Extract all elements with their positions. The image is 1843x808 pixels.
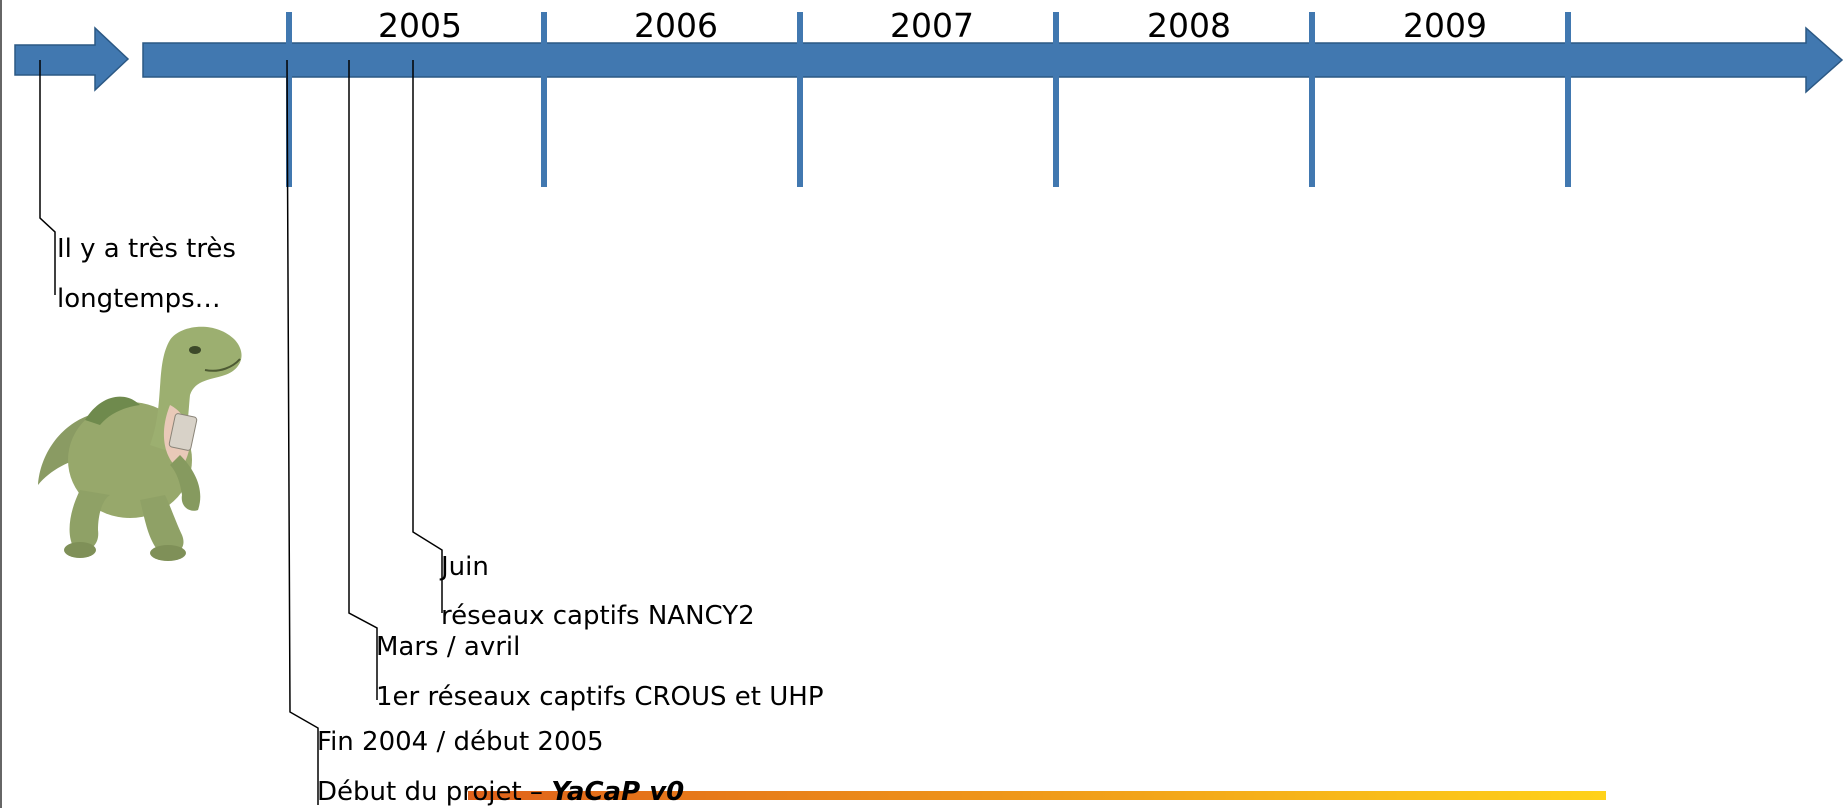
year-label-2009: 2009 — [1403, 6, 1487, 45]
event-longtemps-line2: longtemps… — [57, 284, 221, 314]
leader-fin2004 — [286, 59, 319, 805]
event-mars-line2: 1er réseaux captifs CROUS et UHP — [376, 682, 824, 712]
event-juin-line2: réseaux captifs NANCY2 — [441, 601, 755, 631]
year-label-2005: 2005 — [378, 6, 462, 45]
event-longtemps-line1: Il y a très très — [57, 234, 236, 264]
event-juin-line1: Juin — [441, 552, 489, 582]
event-mars-line1: Mars / avril — [376, 632, 521, 662]
event-fin2004-prefix: Début du projet – — [317, 777, 552, 807]
footer-gradient-bar — [468, 791, 1606, 800]
timeline-arrow — [142, 26, 1843, 94]
event-fin2004-line1: Fin 2004 / début 2005 — [317, 727, 604, 757]
leader-longtemps — [39, 60, 56, 305]
event-fin2004-line2: Début du projet – YaCaP v0 — [317, 779, 684, 805]
leader-mars — [348, 60, 378, 700]
plush-dinosaur-icon — [30, 295, 270, 575]
year-label-2006: 2006 — [634, 6, 718, 45]
leader-juin — [412, 60, 443, 613]
year-label-2008: 2008 — [1147, 6, 1231, 45]
event-fin2004-emphasis: YaCaP v0 — [551, 777, 685, 807]
small-arrow-icon — [14, 26, 130, 92]
event-leaders — [39, 59, 443, 805]
year-label-2007: 2007 — [890, 6, 974, 45]
year-ticks — [286, 12, 1571, 187]
